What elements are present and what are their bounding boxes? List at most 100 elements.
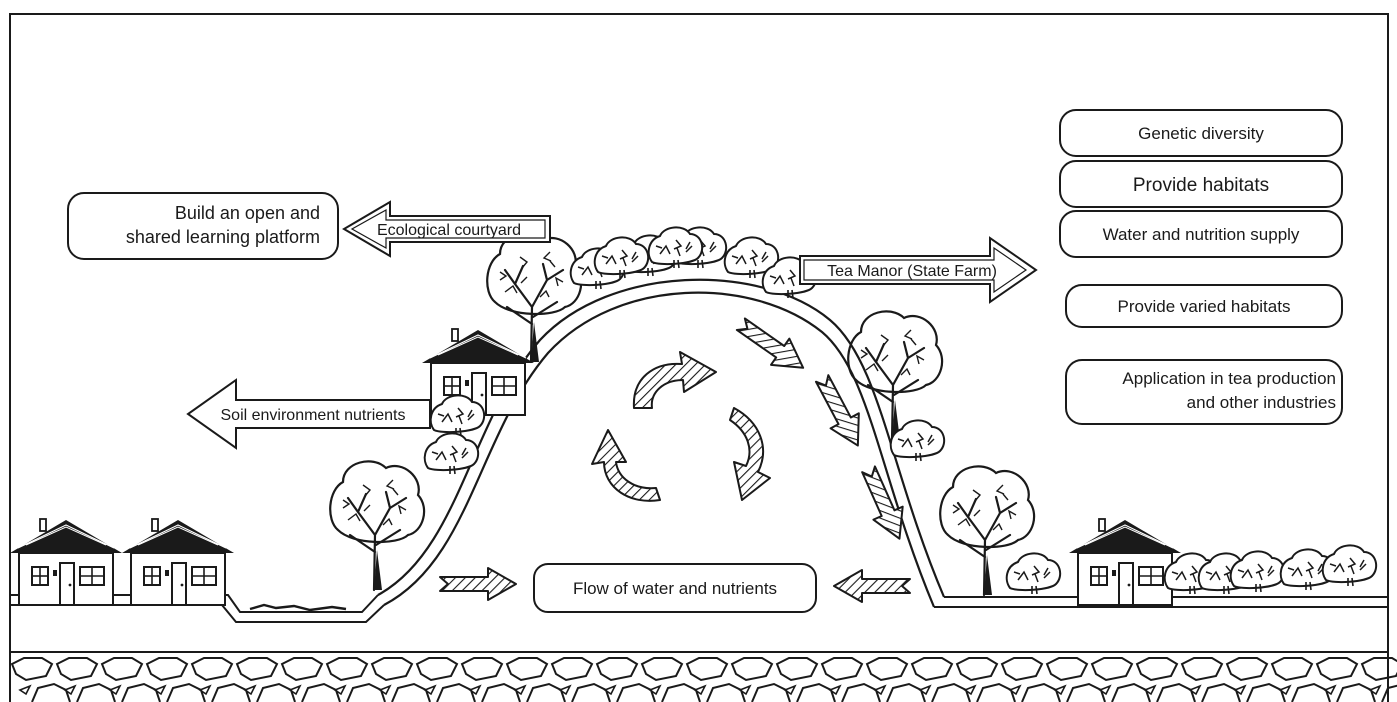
bedrock-stone	[910, 657, 954, 682]
bedrock-stone	[10, 657, 54, 682]
tree-hilltop-left	[486, 232, 583, 364]
bedrock-stone	[616, 682, 656, 702]
courtyard-house	[421, 328, 535, 416]
bedrock-chip	[1098, 684, 1112, 696]
bedrock-stone	[730, 657, 774, 682]
flow-arrow-right	[833, 569, 911, 603]
bedrock-stone	[526, 682, 566, 702]
bedrock-stone	[1021, 682, 1061, 702]
bedrock-chip	[153, 684, 167, 696]
benefit-provide-habitats: Provide habitats	[1133, 175, 1269, 196]
benefits-list: Genetic diversity Provide habitats Water…	[1059, 109, 1343, 425]
bedrock-chip	[243, 684, 257, 696]
bedrock-stone	[145, 657, 189, 682]
village-house-1	[9, 518, 123, 606]
bedrock-chip	[738, 684, 752, 696]
bedrock-chip	[468, 684, 482, 696]
bedrock-stone	[280, 657, 324, 682]
ecological-courtyard-label: Ecological courtyard	[377, 222, 521, 239]
bedrock-stone	[1336, 682, 1376, 702]
bedrock-stone	[1135, 657, 1179, 682]
bedrock-chip	[603, 684, 617, 696]
bedrock-stone	[661, 682, 701, 702]
frame	[9, 13, 1389, 702]
tree-slope-right	[847, 310, 944, 442]
benefit-varied-habitats: Provide varied habitats	[1118, 297, 1291, 316]
tea-manor-arrow: Tea Manor (State Farm)	[799, 236, 1038, 304]
bedrock-stone	[100, 657, 144, 682]
bedrock-chip	[693, 684, 707, 696]
bedrock-stone	[886, 682, 926, 702]
bedrock-stone	[550, 657, 594, 682]
bedrock-stone	[841, 682, 881, 702]
bedrock-stone	[31, 682, 71, 702]
bedrock-chip	[1323, 684, 1337, 696]
flow-label: Flow of water and nutrients	[573, 579, 777, 598]
bedrock-chip	[198, 684, 212, 696]
bedrock-chip	[1008, 684, 1022, 696]
village-house-2	[121, 518, 235, 606]
bedrock-chip	[513, 684, 527, 696]
slope-arrow-3	[852, 461, 916, 547]
bedrock-stone	[931, 682, 971, 702]
bedrock-stone	[1090, 657, 1134, 682]
bedrock-chip	[963, 684, 977, 696]
bedrock-stone	[436, 682, 476, 702]
bedrock-stone	[325, 657, 369, 682]
hill	[377, 278, 946, 608]
bedrock-chip	[918, 684, 932, 696]
bedrock-stone	[640, 657, 684, 682]
bedrock-stone	[391, 682, 431, 702]
bedrock-stone	[976, 682, 1016, 702]
bedrock-stone	[1156, 682, 1196, 702]
benefit-water-nutrition: Water and nutrition supply	[1103, 225, 1300, 244]
bedrock-stone	[235, 657, 279, 682]
bedrock-stone	[1111, 682, 1151, 702]
bedrock-stone	[1246, 682, 1286, 702]
bedrock-stone	[1000, 657, 1044, 682]
bedrock-stone	[505, 657, 549, 682]
bedrock-stone	[706, 682, 746, 702]
manor-house	[1068, 518, 1182, 606]
application-line2: and other industries	[1187, 393, 1336, 412]
bedrock-stone	[1180, 657, 1224, 682]
bedrock-stone	[55, 657, 99, 682]
bedrock-chip	[828, 684, 842, 696]
nutrient-cycle-arrows	[591, 351, 771, 502]
bedrock-stone	[796, 682, 836, 702]
bedrock-stone	[301, 682, 341, 702]
bedrock-stone	[955, 657, 999, 682]
bedrock-chip	[1368, 684, 1382, 696]
tea-manor-label: Tea Manor (State Farm)	[827, 263, 997, 280]
bedrock-chip	[63, 684, 77, 696]
bedrock-stone	[415, 657, 459, 682]
bedrock-stone	[775, 657, 819, 682]
bedrock-chip	[288, 684, 302, 696]
benefit-genetic-diversity: Genetic diversity	[1138, 124, 1264, 143]
bedrock-stone	[751, 682, 791, 702]
open-platform-box: Build an open and shared learning platfo…	[67, 192, 339, 260]
slope-arrow-1	[730, 310, 814, 382]
bedrock-chip	[873, 684, 887, 696]
bedrock-chip	[1278, 684, 1292, 696]
bedrock-chip	[333, 684, 347, 696]
bedrock-stone	[571, 682, 611, 702]
soil-nutrients-label: Soil environment nutrients	[221, 407, 406, 424]
bedrock-chip	[423, 684, 437, 696]
application-line1: Application in tea production	[1122, 369, 1336, 388]
bedrock-stone	[370, 657, 414, 682]
bedrock-stone	[256, 682, 296, 702]
bedrock-chip	[1143, 684, 1157, 696]
bedrock-stone	[190, 657, 234, 682]
bedrock-stone	[1381, 684, 1397, 702]
bedrock-stone	[121, 682, 161, 702]
bedrock-stone	[1360, 657, 1397, 682]
bedrock-stone	[211, 682, 251, 702]
bedrock-stone	[1066, 682, 1106, 702]
bedrock-stone	[1270, 657, 1314, 682]
bedrock-stone	[166, 682, 206, 702]
bedrock-stone	[1201, 682, 1241, 702]
bedrock-stone	[1225, 657, 1269, 682]
bedrock-stone	[865, 657, 909, 682]
